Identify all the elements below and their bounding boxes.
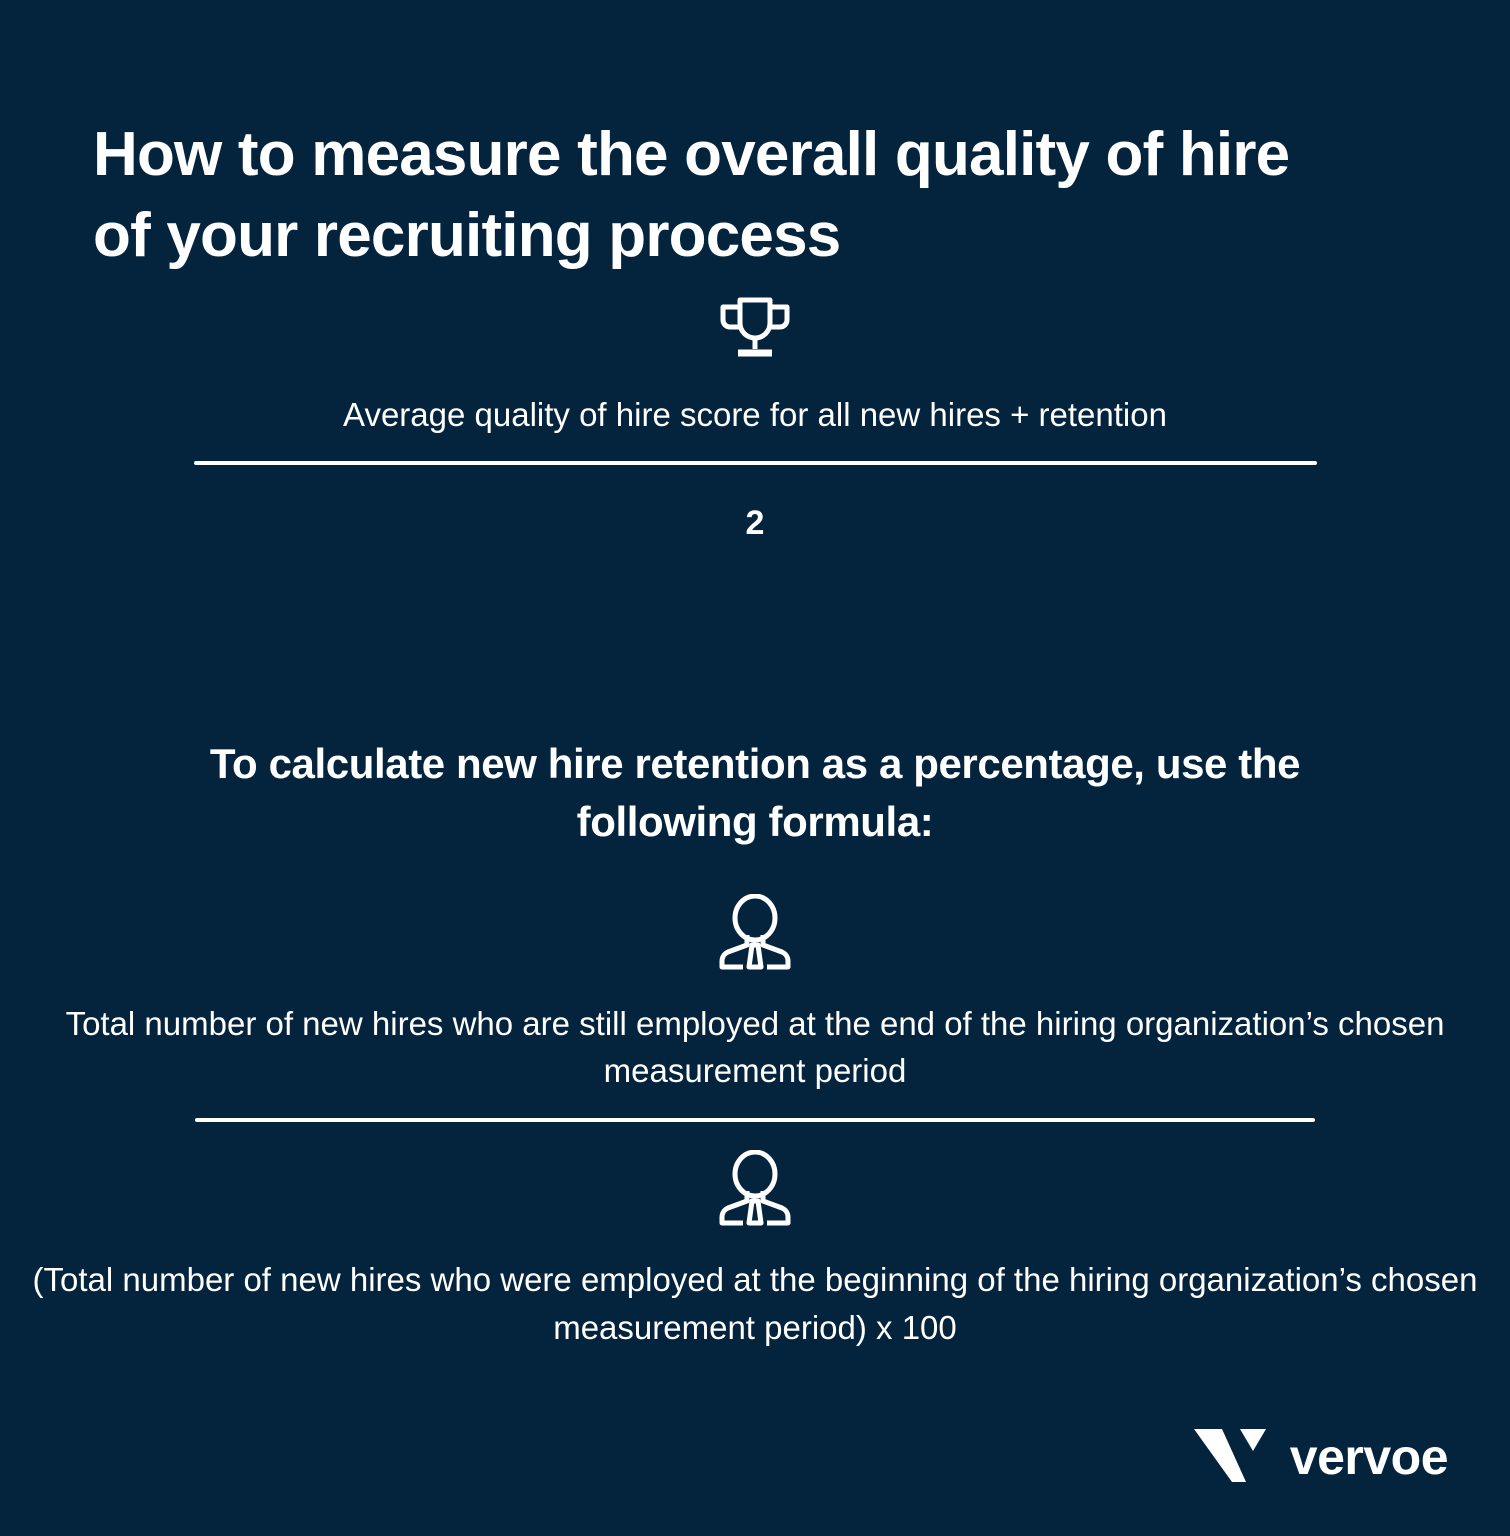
trophy-icon	[720, 297, 790, 357]
formula-one-numerator: Average quality of hire score for all ne…	[343, 396, 1167, 433]
section-heading-retention: To calculate new hire retention as a per…	[209, 739, 1301, 845]
formula-one-denominator: 2	[745, 503, 765, 542]
page-title: How to measure the overall quality of hi…	[93, 119, 1290, 271]
trophy-icon-row	[0, 296, 1510, 360]
person-icon-row-denominator	[0, 1150, 1510, 1226]
formula-new-hire-retention: Total number of new hires who are still …	[0, 894, 1510, 1351]
fraction-bar-two	[195, 1118, 1315, 1123]
vervoe-wordmark: vervoe	[1289, 1429, 1449, 1485]
person-with-tie-icon	[719, 894, 791, 970]
formula-quality-of-hire: Average quality of hire score for all ne…	[0, 296, 1510, 544]
vervoe-logo: vervoe	[1192, 1426, 1449, 1488]
formula-two-denominator: (Total number of new hires who were empl…	[32, 1261, 1478, 1346]
vervoe-v-mark-icon	[1193, 1429, 1266, 1482]
fraction-bar-one	[193, 460, 1317, 465]
person-with-tie-icon	[719, 1150, 791, 1226]
person-icon-row-numerator	[0, 894, 1510, 970]
formula-two-numerator: Total number of new hires who are still …	[65, 1005, 1445, 1090]
